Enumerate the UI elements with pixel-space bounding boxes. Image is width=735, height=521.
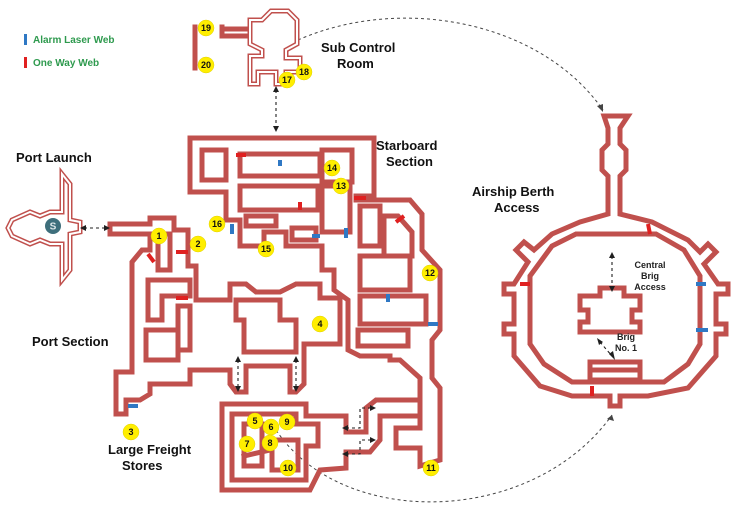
map-marker: 12 — [421, 264, 439, 282]
freight-stores-walls — [219, 397, 423, 493]
area-label: Airship Berth — [472, 184, 554, 199]
svg-text:3: 3 — [128, 427, 133, 437]
room-label: Brig — [641, 271, 659, 281]
legend: Alarm Laser Web One Way Web — [24, 34, 115, 69]
port-section-walls — [107, 215, 343, 417]
room-label: Brig — [617, 332, 635, 342]
svg-text:12: 12 — [425, 268, 435, 278]
legend-item-alarm: Alarm Laser Web — [24, 34, 115, 46]
one-way-web — [394, 214, 406, 224]
svg-text:5: 5 — [252, 416, 257, 426]
map-walls — [5, 8, 731, 493]
connector-arrows — [80, 86, 615, 457]
svg-text:7: 7 — [244, 439, 249, 449]
route-arc-freight-to-airship — [269, 414, 613, 503]
svg-text:11: 11 — [426, 463, 436, 473]
map-marker: 13 — [332, 177, 350, 195]
legend-item-one-way: One Way Web — [24, 57, 99, 69]
svg-text:18: 18 — [299, 67, 309, 77]
laser-webs — [128, 153, 708, 408]
area-labels: Sub Control Room Starboard Section Port … — [16, 40, 554, 473]
map-marker: 8 — [261, 434, 279, 452]
svg-text:15: 15 — [261, 244, 271, 254]
map-marker: 17 — [278, 71, 296, 89]
legend-swatch-alarm — [24, 34, 27, 45]
svg-text:16: 16 — [212, 219, 222, 229]
starboard-section-walls — [187, 135, 443, 470]
map-marker: 4 — [311, 315, 329, 333]
area-label: Section — [386, 154, 433, 169]
area-label: Starboard — [376, 138, 437, 153]
svg-text:4: 4 — [317, 319, 322, 329]
svg-text:20: 20 — [201, 60, 211, 70]
map-marker: 10 — [279, 459, 297, 477]
area-label: Access — [494, 200, 540, 215]
save-point-icon — [45, 218, 61, 234]
svg-text:2: 2 — [195, 239, 200, 249]
svg-text:8: 8 — [267, 438, 272, 448]
map-markers: 1 2 3 4 5 6 7 8 9 10 11 12 13 14 15 16 1… — [122, 19, 440, 477]
svg-text:1: 1 — [156, 231, 161, 241]
map-marker: 3 — [122, 423, 140, 441]
port-launch-walls — [5, 166, 83, 288]
area-label: Sub Control — [321, 40, 395, 55]
save-point-label: S — [50, 222, 57, 233]
map-marker: 5 — [246, 412, 264, 430]
map-marker: 7 — [238, 435, 256, 453]
svg-text:6: 6 — [268, 422, 273, 432]
svg-text:19: 19 — [201, 23, 211, 33]
map-marker: 14 — [323, 159, 341, 177]
one-way-web — [146, 252, 156, 264]
legend-label-one-way: One Way Web — [33, 58, 99, 69]
room-label: No. 1 — [615, 343, 637, 353]
svg-text:9: 9 — [284, 417, 289, 427]
one-way-web — [646, 223, 652, 235]
svg-text:17: 17 — [282, 75, 292, 85]
svg-text:13: 13 — [336, 181, 346, 191]
map-marker: 11 — [422, 459, 440, 477]
room-label: Central — [634, 260, 665, 270]
area-label: Room — [337, 56, 374, 71]
route-arc-sub-control-to-airship — [297, 17, 604, 111]
map-marker: 16 — [208, 215, 226, 233]
map-marker: 15 — [257, 240, 275, 258]
svg-text:10: 10 — [283, 463, 293, 473]
save-point: S — [45, 218, 61, 234]
area-label: Stores — [122, 458, 162, 473]
room-labels: Central Brig Access Brig No. 1 — [615, 260, 666, 353]
map-marker: 6 — [262, 418, 280, 436]
map-marker: 1 — [150, 227, 168, 245]
legend-swatch-one-way — [24, 57, 27, 68]
map-marker: 2 — [189, 235, 207, 253]
map-marker: 19 — [197, 19, 215, 37]
svg-text:14: 14 — [327, 163, 337, 173]
legend-label-alarm: Alarm Laser Web — [33, 35, 115, 46]
airship-berth-walls — [501, 113, 731, 409]
area-label: Port Section — [32, 334, 109, 349]
map-marker: 18 — [295, 63, 313, 81]
area-label: Large Freight — [108, 442, 192, 457]
map-marker: 20 — [197, 56, 215, 74]
room-label: Access — [634, 282, 666, 292]
map-marker: 9 — [278, 413, 296, 431]
area-label: Port Launch — [16, 150, 92, 165]
